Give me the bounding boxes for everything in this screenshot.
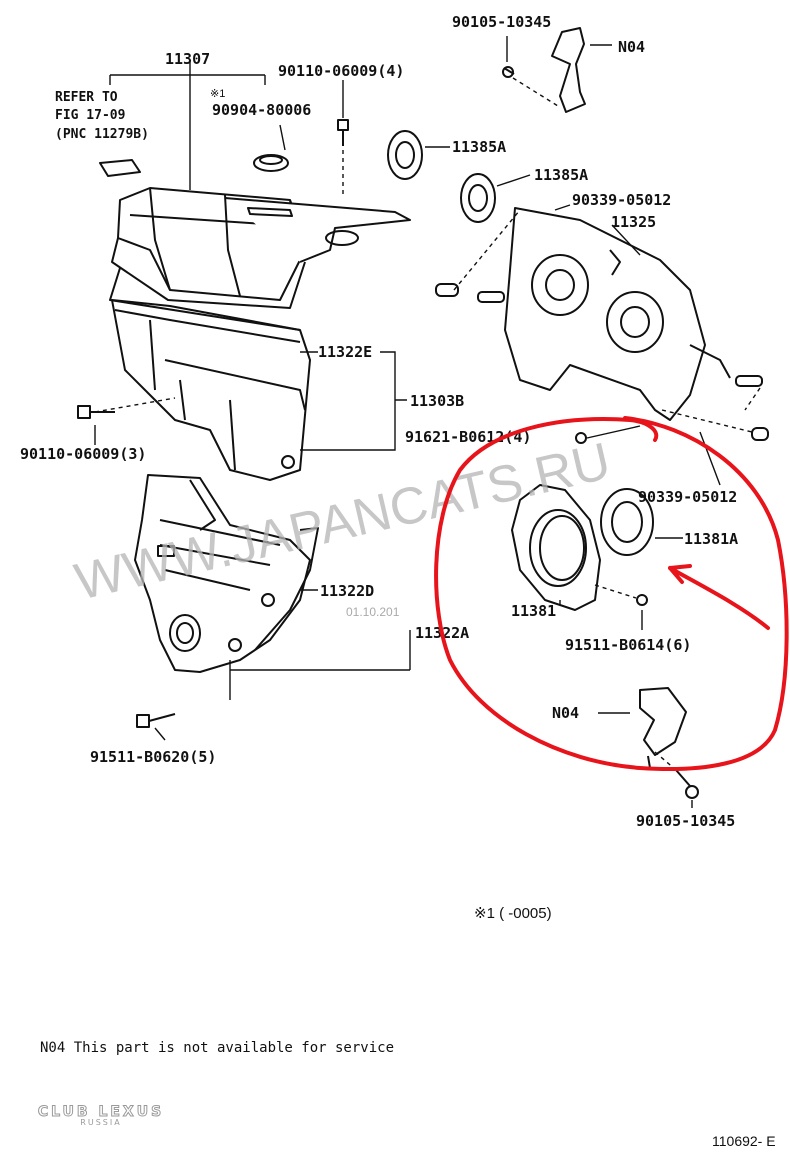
label-mark-1: ※1	[210, 88, 225, 100]
label-fig-17-09: FIG 17-09	[55, 108, 125, 123]
label-pnc-11279b: (PNC 11279B)	[55, 127, 149, 142]
figure-id: 110692- E	[712, 1133, 776, 1149]
leader-lines	[94, 36, 761, 808]
label-90105-10345-top: 90105-10345	[452, 13, 551, 31]
ref-note: ※1 ( -0005)	[474, 905, 552, 922]
label-11381a: 11381A	[684, 530, 738, 548]
red-circle-annotation	[434, 416, 789, 772]
label-11385a-1: 11385A	[452, 138, 506, 156]
oil-seal-retainer-11381	[511, 484, 654, 611]
label-refer-to: REFER TO	[55, 90, 118, 105]
label-90110-06009-4: 90110-06009(4)	[278, 62, 404, 80]
label-11325: 11325	[611, 213, 656, 231]
footnote: N04 This part is not available for servi…	[40, 1040, 395, 1056]
label-11322d: 11322D	[320, 582, 374, 600]
logo-line2: RUSSIA	[80, 1118, 122, 1127]
label-n04-top: N04	[618, 38, 645, 56]
bracket-n04	[551, 27, 687, 769]
label-91511-b0620: 91511-B0620(5)	[90, 748, 216, 766]
rear-plate-11325	[435, 207, 769, 441]
middle-cover-11303b	[109, 267, 311, 481]
oil-seals-11385a	[99, 130, 496, 223]
label-91511-b0614: 91511-B0614(6)	[565, 636, 691, 654]
label-n04-bottom: N04	[552, 704, 579, 722]
lower-cover-11322a	[134, 474, 319, 673]
label-90105-10345-bottom: 90105-10345	[636, 812, 735, 830]
logo-line1: CLUB LEXUS	[37, 1104, 165, 1121]
label-11303b: 11303B	[410, 392, 464, 410]
label-11322e: 11322E	[318, 343, 372, 361]
upper-timing-cover-11307	[111, 187, 411, 309]
label-90339-05012-bottom: 90339-05012	[638, 488, 737, 506]
label-11385a-2: 11385A	[534, 166, 588, 184]
label-11307: 11307	[165, 50, 210, 68]
watermark-date: 01.10.201	[346, 605, 400, 619]
label-11381: 11381	[511, 602, 556, 620]
label-90904-80006: 90904-80006	[212, 101, 311, 119]
label-90110-06009-3: 90110-06009(3)	[20, 445, 146, 463]
bolts	[77, 66, 699, 799]
label-91621-b0612: 91621-B0612(4)	[405, 428, 531, 446]
club-lexus-logo: CLUB LEXUS RUSSIA	[26, 1104, 176, 1128]
label-90339-05012-top: 90339-05012	[572, 191, 671, 209]
red-arrow-annotation	[668, 564, 770, 630]
